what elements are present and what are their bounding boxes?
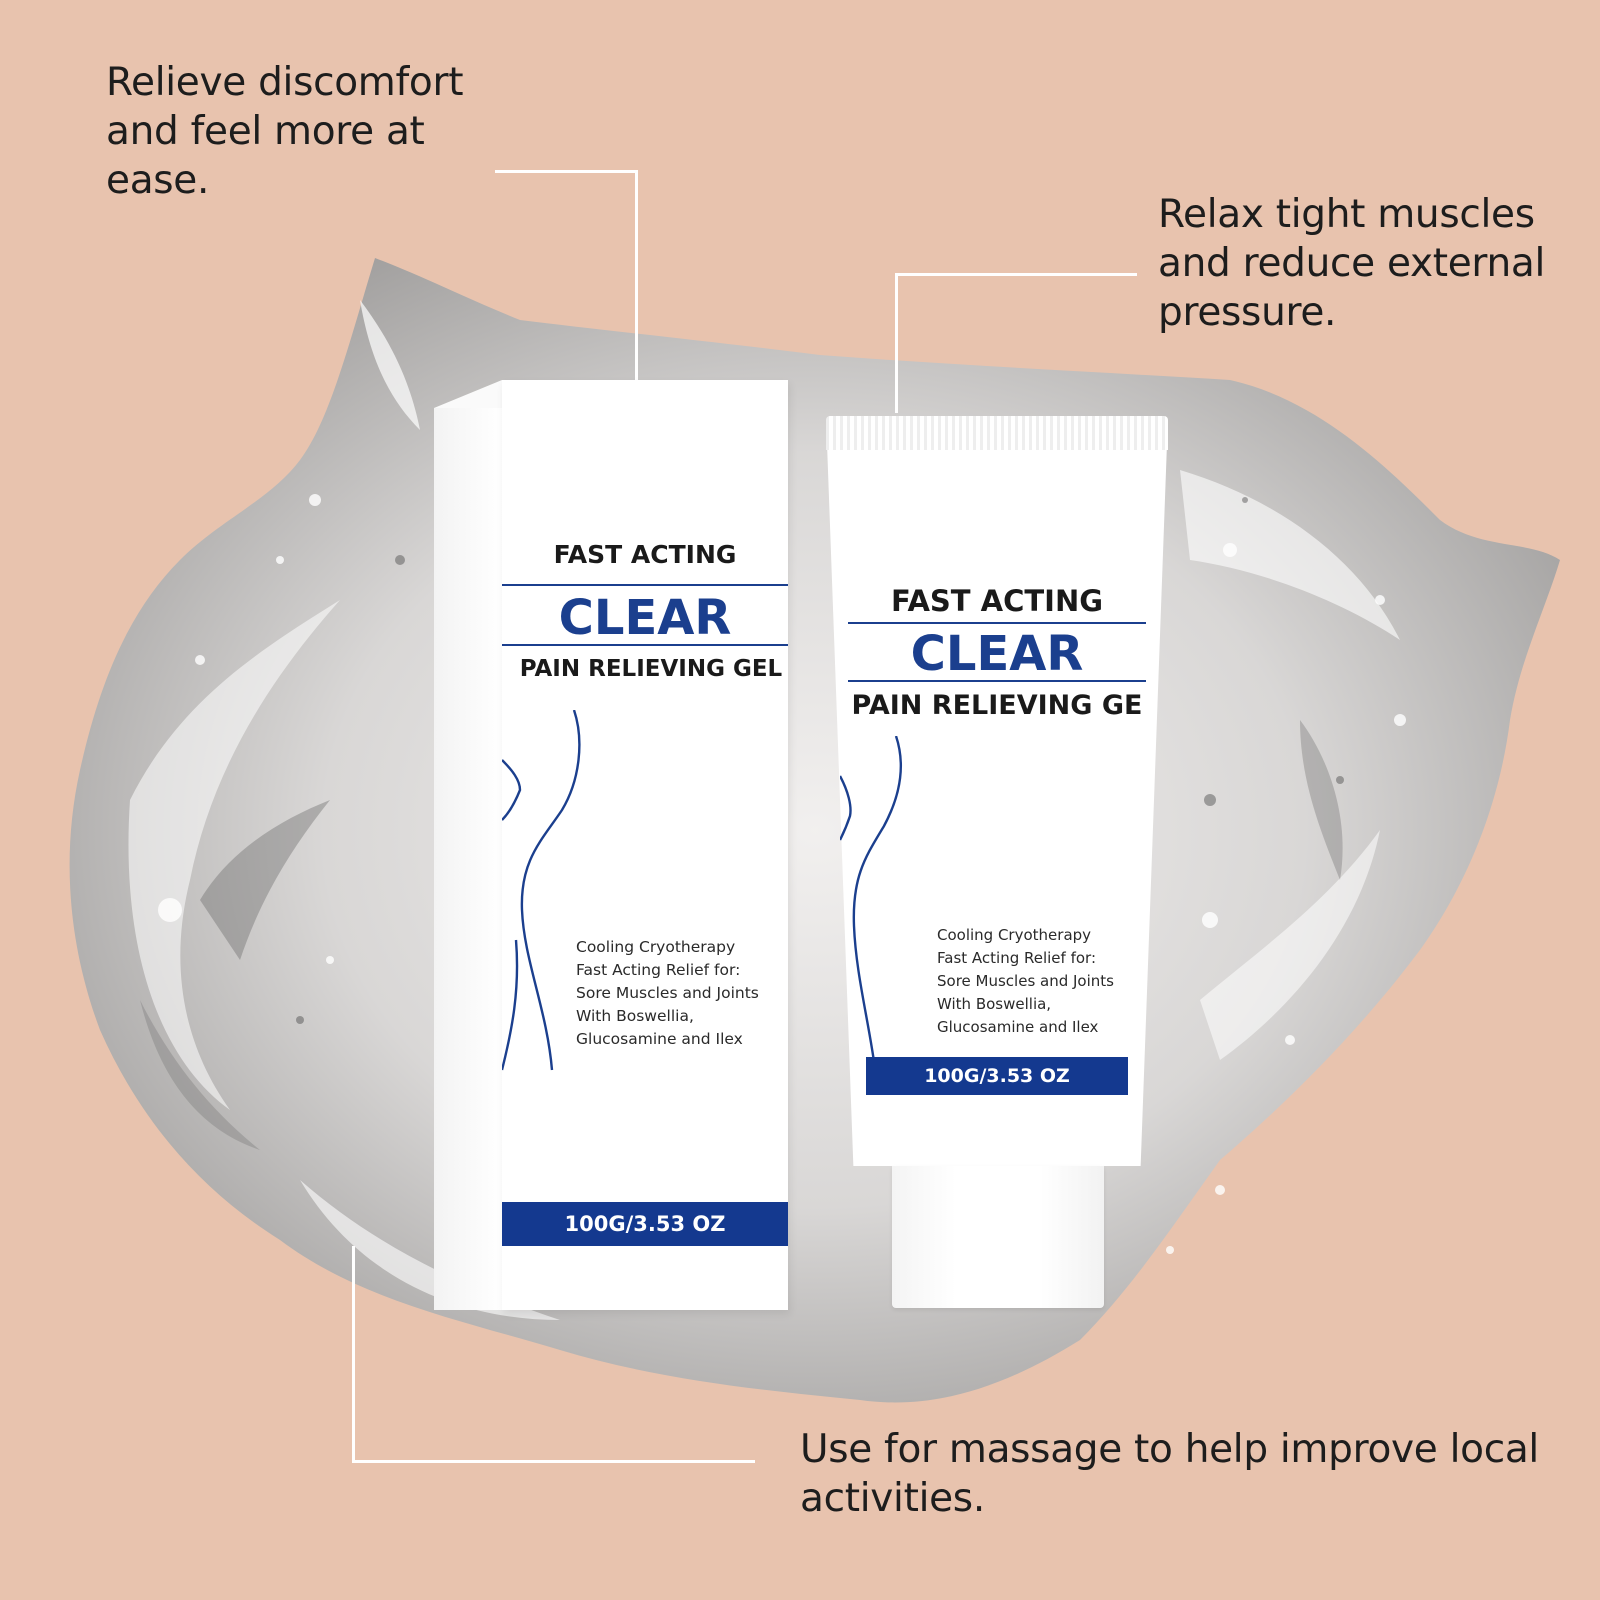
tube-description: Cooling Cryotherapy Fast Acting Relief f…: [937, 924, 1114, 1039]
leader-line-bottom-vertical: [352, 1246, 355, 1463]
body-silhouette-icon: [840, 736, 903, 1077]
box-description-line: Cooling Cryotherapy: [576, 938, 736, 956]
tube-top-rule: [848, 622, 1146, 624]
callout-relax-muscles: Relax tight muscles and reduce external …: [1158, 190, 1578, 337]
box-top-rule: [502, 584, 788, 586]
tube-product-name: CLEAR: [910, 626, 1084, 682]
box-product-type: PAIN RELIEVING GEL: [519, 656, 783, 682]
tube-description-line: Glucosamine and Ilex: [937, 1018, 1099, 1036]
callout-line: Use for massage to help improve local: [800, 1427, 1539, 1472]
tube-description-line: Cooling Cryotherapy: [937, 926, 1092, 944]
callout-line: Relax tight muscles: [1158, 192, 1535, 237]
tube-body: [826, 416, 1168, 1166]
box-description-line: Sore Muscles and Joints: [576, 984, 759, 1002]
tube-label: FAST ACTING CLEAR PAIN RELIEVING GE Cool…: [826, 416, 1168, 1166]
leader-line-top-left-horizontal: [495, 170, 638, 173]
tube-bottom-rule: [848, 680, 1146, 682]
leader-line-top-left-vertical: [635, 170, 638, 380]
tube-cap: [892, 1166, 1104, 1308]
tube-crimp-seal: [826, 416, 1168, 450]
box-description-line: Glucosamine and Ilex: [576, 1030, 743, 1048]
callout-relieve-discomfort: Relieve discomfort and feel more at ease…: [106, 58, 486, 205]
box-bottom-rule: [502, 644, 788, 646]
box-fast-acting-label: FAST ACTING: [553, 540, 737, 569]
tube-fast-acting-label: FAST ACTING: [890, 584, 1104, 618]
box-side-panel: [434, 408, 502, 1310]
callout-line: Relieve discomfort: [106, 60, 464, 105]
callout-line: pressure.: [1158, 290, 1337, 335]
leader-line-top-right-horizontal: [895, 273, 1137, 276]
tube-description-line: With Boswellia,: [937, 995, 1052, 1013]
box-front-panel: FAST ACTING CLEAR PAIN RELIEVING GEL Coo…: [502, 380, 788, 1310]
box-description: Cooling Cryotherapy Fast Acting Relief f…: [576, 936, 759, 1051]
leader-line-bottom-horizontal: [352, 1460, 755, 1463]
tube-product-type: PAIN RELIEVING GE: [851, 690, 1143, 721]
body-silhouette-icon: [502, 710, 581, 1071]
tube-net-weight-band: 100G/3.53 OZ: [866, 1057, 1128, 1095]
callout-line: activities.: [800, 1476, 985, 1521]
box-product-name: CLEAR: [558, 590, 732, 646]
box-net-weight-band: 100G/3.53 OZ: [502, 1202, 788, 1246]
box-description-line: Fast Acting Relief for:: [576, 961, 741, 979]
callout-line: and feel more at: [106, 109, 425, 154]
box-description-line: With Boswellia,: [576, 1007, 694, 1025]
tube-description-line: Sore Muscles and Joints: [937, 972, 1114, 990]
product-tube: FAST ACTING CLEAR PAIN RELIEVING GE Cool…: [826, 416, 1168, 1422]
callout-line: ease.: [106, 158, 210, 203]
leader-line-top-right-vertical: [895, 273, 898, 413]
tube-description-line: Fast Acting Relief for:: [937, 949, 1097, 967]
callout-line: and reduce external: [1158, 241, 1546, 286]
callout-massage: Use for massage to help improve local ac…: [800, 1425, 1580, 1523]
